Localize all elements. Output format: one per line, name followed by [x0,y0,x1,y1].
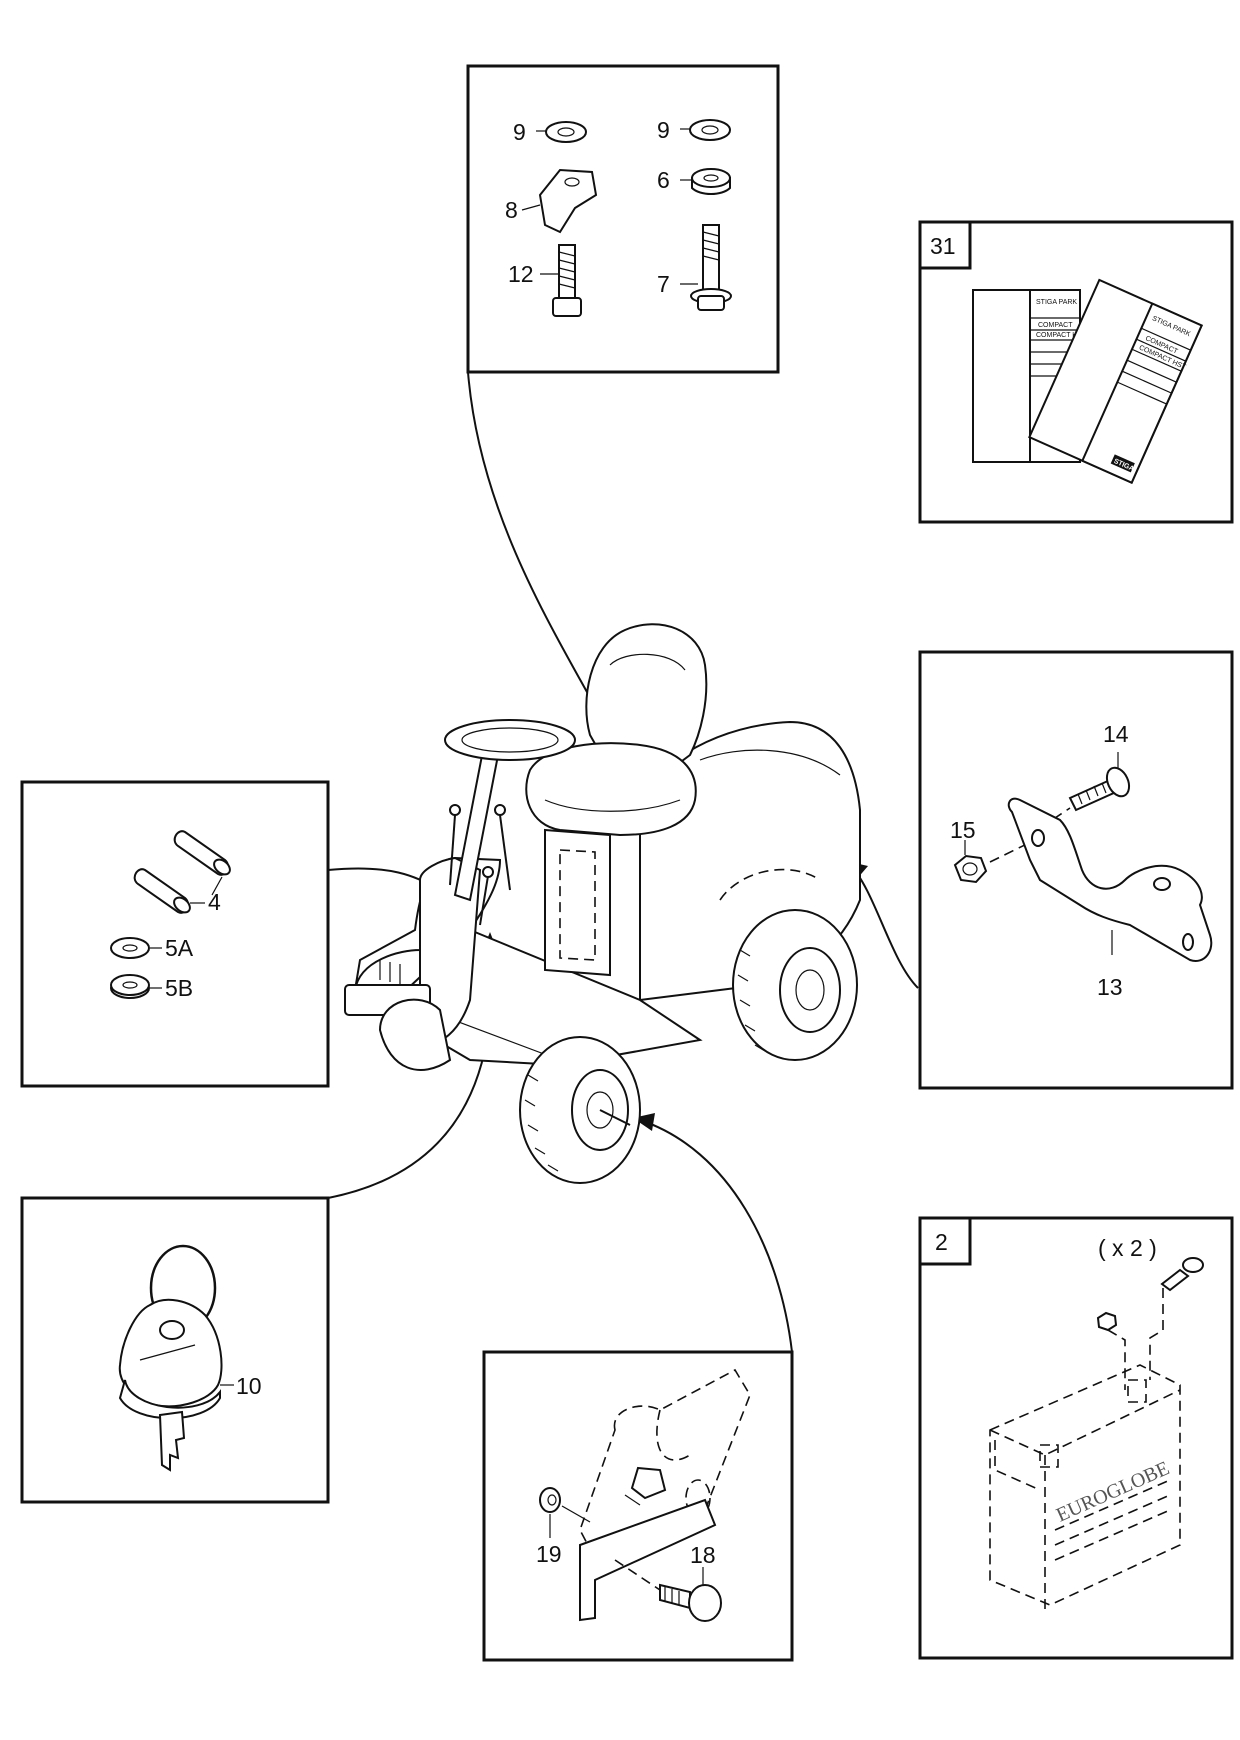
part-number-5a: 5A [165,935,194,961]
part-number-4: 4 [208,889,221,915]
nut-icon [1096,1311,1118,1332]
part-number-12: 12 [508,261,534,287]
box-wheel-pin: 19 18 [482,1350,794,1662]
clevis-pin-icon [659,1583,722,1622]
part-number-7: 7 [657,271,670,297]
part-number-8: 8 [505,197,518,223]
carriage-bolt-icon [558,244,576,301]
bracket-icon [1007,797,1213,962]
pin-icon [133,868,191,914]
part-number-5b: 5B [165,975,193,1001]
axle-plate-icon [579,1498,717,1622]
washer-icon [545,121,587,143]
bolt-icon [1160,1257,1204,1292]
box-bracket: 14 15 13 [918,650,1234,1090]
svg-text:STIGA PARK: STIGA PARK [1036,299,1077,306]
arrow-seat-hardware [467,371,606,726]
box-axle-pins: 4 5A 5B [20,780,330,1088]
part-number-9-right: 9 [657,117,670,143]
washer-icon [110,937,150,959]
battery-quantity-label: ( x 2 ) [1098,1235,1157,1261]
box-seat-hardware: 9 8 12 9 6 7 [466,64,780,374]
wing-knob-icon [538,168,598,234]
box-number-2: 2 [935,1229,948,1255]
bolt-icon [1068,766,1131,812]
part-number-10: 10 [236,1373,262,1399]
part-number-13: 13 [1097,974,1123,1000]
part-number-19: 19 [536,1541,562,1567]
pin-icon [173,830,231,876]
manual-book-icon: STIGA PARK COMPACT COMPACT HST [972,289,1087,463]
box-ignition-key: 10 [20,1196,330,1504]
nut-icon [953,854,988,884]
arrow-wheel-pin [639,1119,793,1353]
box-number-31: 31 [930,233,956,259]
part-number-18: 18 [690,1542,716,1568]
lawn-tractor-illustration [344,623,861,1184]
svg-text:COMPACT: COMPACT [1038,322,1073,329]
box-battery: 2 ( x 2 ) EUROGLOBE [918,1216,1234,1660]
part-number-9-left: 9 [513,119,526,145]
part-number-14: 14 [1103,721,1129,747]
box-manuals: 31 STIGA PARK COMPACT COMPACT HST STIGA … [918,220,1234,524]
ignition-key-icon [118,1298,223,1408]
part-number-15: 15 [950,817,976,843]
manual-book-icon: STIGA PARK COMPACT COMPACT HST STIGA [1028,278,1203,484]
washer-icon [689,119,731,141]
part-number-6: 6 [657,167,670,193]
washer-icon [539,1487,561,1513]
svg-text:COMPACT HST: COMPACT HST [1036,332,1087,339]
